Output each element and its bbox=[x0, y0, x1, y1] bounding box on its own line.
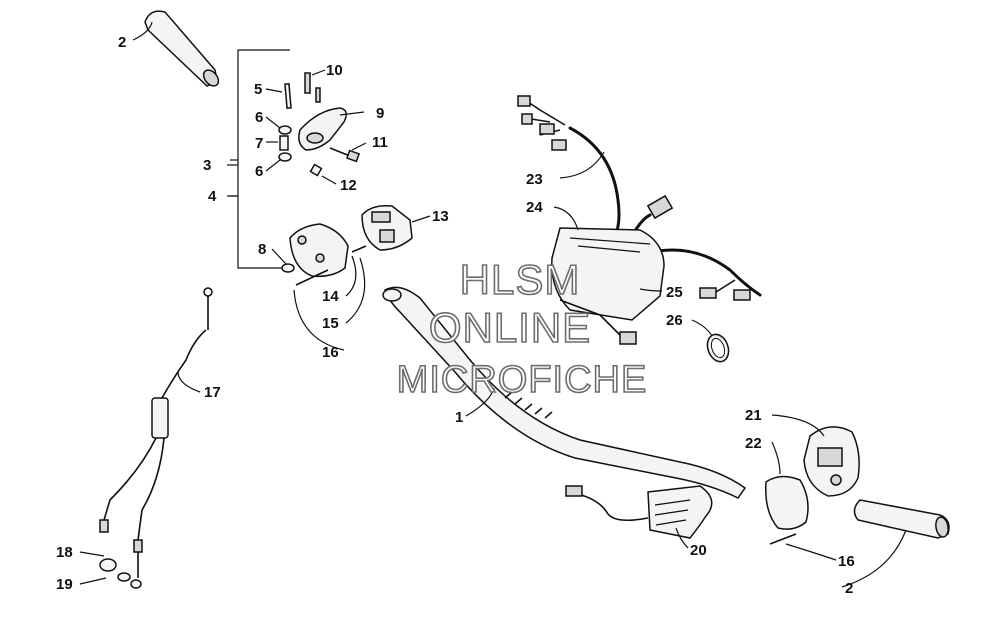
callout-1: 1 bbox=[455, 409, 463, 426]
callout-21: 21 bbox=[745, 407, 762, 424]
callout-19: 19 bbox=[56, 576, 73, 593]
handlebar bbox=[382, 286, 747, 499]
callout-6-bottom: 6 bbox=[255, 163, 263, 180]
callout-5: 5 bbox=[254, 81, 262, 98]
callout-20: 20 bbox=[690, 542, 707, 559]
callout-22: 22 bbox=[745, 435, 762, 452]
switch-assembly bbox=[351, 204, 413, 253]
callout-12: 12 bbox=[340, 177, 357, 194]
callout-7: 7 bbox=[255, 135, 263, 152]
callout-24: 24 bbox=[526, 199, 543, 216]
callout-15: 15 bbox=[322, 315, 339, 332]
callout-17: 17 bbox=[204, 384, 221, 401]
callout-9: 9 bbox=[376, 105, 384, 122]
callout-16-right: 16 bbox=[838, 553, 855, 570]
callout-13: 13 bbox=[432, 208, 449, 225]
ring-clamp bbox=[706, 333, 730, 363]
callout-3: 3 bbox=[203, 157, 211, 174]
callout-26: 26 bbox=[666, 312, 683, 329]
callout-2-right: 2 bbox=[845, 580, 853, 597]
watermark-line-3: MICROFICHE bbox=[397, 359, 648, 401]
grip-right bbox=[853, 499, 950, 539]
callout-16-left: 16 bbox=[322, 344, 339, 361]
callout-2-left: 2 bbox=[118, 34, 126, 51]
throttle-lever bbox=[278, 72, 361, 177]
callout-11: 11 bbox=[372, 134, 388, 151]
heater-element bbox=[565, 485, 713, 539]
leader-lines bbox=[79, 21, 907, 588]
callout-18: 18 bbox=[56, 544, 73, 561]
callout-10: 10 bbox=[326, 62, 343, 79]
callout-23: 23 bbox=[526, 171, 543, 188]
handlebar-pad bbox=[551, 227, 665, 345]
callout-4: 4 bbox=[208, 188, 217, 205]
callout-14: 14 bbox=[322, 288, 339, 305]
callout-8: 8 bbox=[258, 241, 266, 258]
right-switch-housing bbox=[765, 426, 860, 545]
watermark-line-2: ONLINE bbox=[429, 304, 591, 351]
callout-6-top: 6 bbox=[255, 109, 263, 126]
callout-25: 25 bbox=[666, 284, 683, 301]
watermark-line-1: HLSM bbox=[460, 256, 581, 303]
throttle-cable bbox=[99, 287, 213, 589]
left-switch-housing bbox=[281, 223, 349, 286]
grip-left bbox=[144, 10, 220, 87]
